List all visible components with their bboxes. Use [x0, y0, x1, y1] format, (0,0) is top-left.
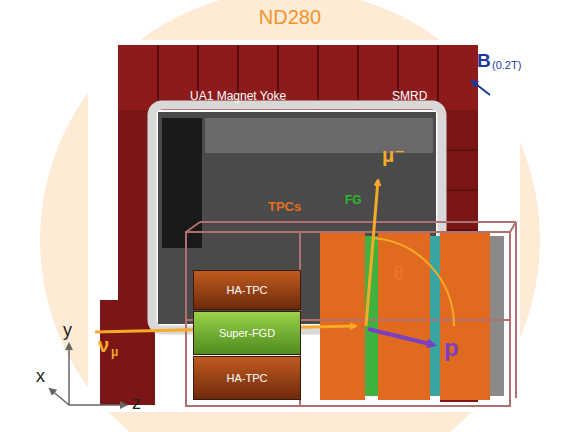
figure-title: ND280	[0, 6, 561, 29]
field-arrow	[472, 81, 490, 95]
particle-label: ν	[98, 334, 109, 357]
particle-label: p	[444, 334, 459, 362]
ha-tpc-box: HA-TPC	[193, 270, 301, 310]
box-label: HA-TPC	[227, 372, 268, 384]
axes	[50, 344, 126, 405]
tpc-block	[320, 232, 365, 400]
particle-subscript: μ	[111, 346, 118, 360]
muon-arrow	[366, 180, 378, 326]
part-name: SMRD	[392, 90, 427, 104]
basket-frame	[186, 222, 516, 406]
box-label: HA-TPC	[227, 284, 268, 296]
axis-label: x	[36, 366, 45, 387]
ecal-block	[490, 236, 504, 396]
angle-label: θ	[393, 262, 404, 285]
field-value: (0.2T)	[492, 59, 521, 72]
background-disc	[40, 0, 540, 432]
part-name: UA1 Magnet Yoke	[190, 90, 286, 104]
particle-label: μ⁻	[382, 144, 405, 167]
angle-arc	[373, 238, 454, 326]
yoke-segments	[158, 45, 438, 110]
box-label: Super-FGD	[219, 327, 275, 339]
coil-panel	[162, 118, 202, 248]
axis-label: z	[132, 393, 141, 414]
super-fgd-box: Super-FGD	[193, 311, 301, 355]
part-name: TPCs	[268, 200, 301, 215]
proton-arrow	[368, 329, 434, 345]
fgd-block	[430, 236, 440, 396]
axis-label: y	[63, 320, 72, 341]
ha-tpc-box: HA-TPC	[193, 356, 301, 400]
photo-ground	[88, 40, 520, 412]
part-name: FG	[345, 194, 362, 208]
magnet-yoke	[118, 45, 478, 110]
tpc-block	[440, 232, 490, 400]
field-symbol: B	[477, 50, 491, 72]
